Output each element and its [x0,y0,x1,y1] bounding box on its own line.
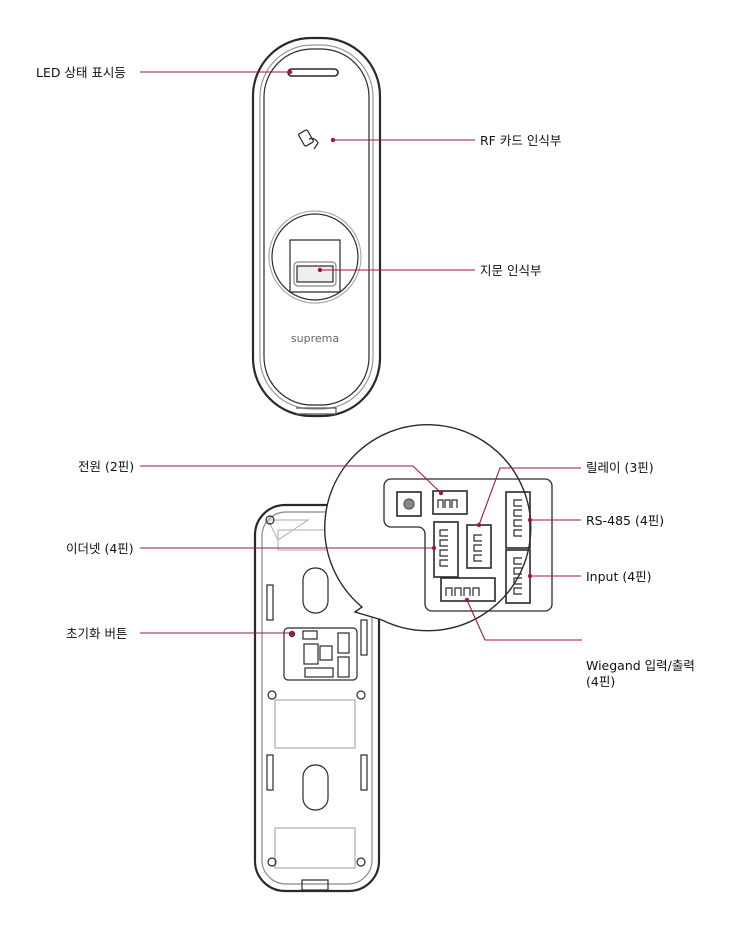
back-device [253,503,381,893]
power-connector [432,490,468,515]
fingerprint-sensor-housing [289,239,341,293]
label-power: 전원 (2핀) [78,459,135,474]
reset-button [396,491,422,517]
fingerprint-sensor [296,265,334,283]
label-relay: 릴레이 (3핀) [586,460,654,475]
leader-power [140,465,442,494]
rf-card-icon [298,129,319,150]
label-reset: 초기화 버튼 [66,626,128,641]
leader-lines [140,71,582,641]
label-wiegand: Wiegand 입력/출력 [586,658,695,673]
mini-board [283,627,358,681]
label-fingerprint: 지문 인식부 [480,263,542,278]
front-device [251,36,382,418]
label-input: Input (4핀) [586,569,652,584]
leader-relay [478,467,581,526]
label-ethernet: 이더넷 (4핀) [66,541,134,556]
leader-wiegand [466,599,582,641]
label-rf: RF 카드 인식부 [480,133,562,148]
brand-logo: suprema [291,332,339,345]
label-rs485: RS-485 (4핀) [586,513,665,528]
label-wiegand-pins: (4핀) [586,674,616,689]
connector-zoom [324,424,553,632]
label-led: LED 상태 표시등 [36,65,126,80]
led-indicator [287,68,339,77]
